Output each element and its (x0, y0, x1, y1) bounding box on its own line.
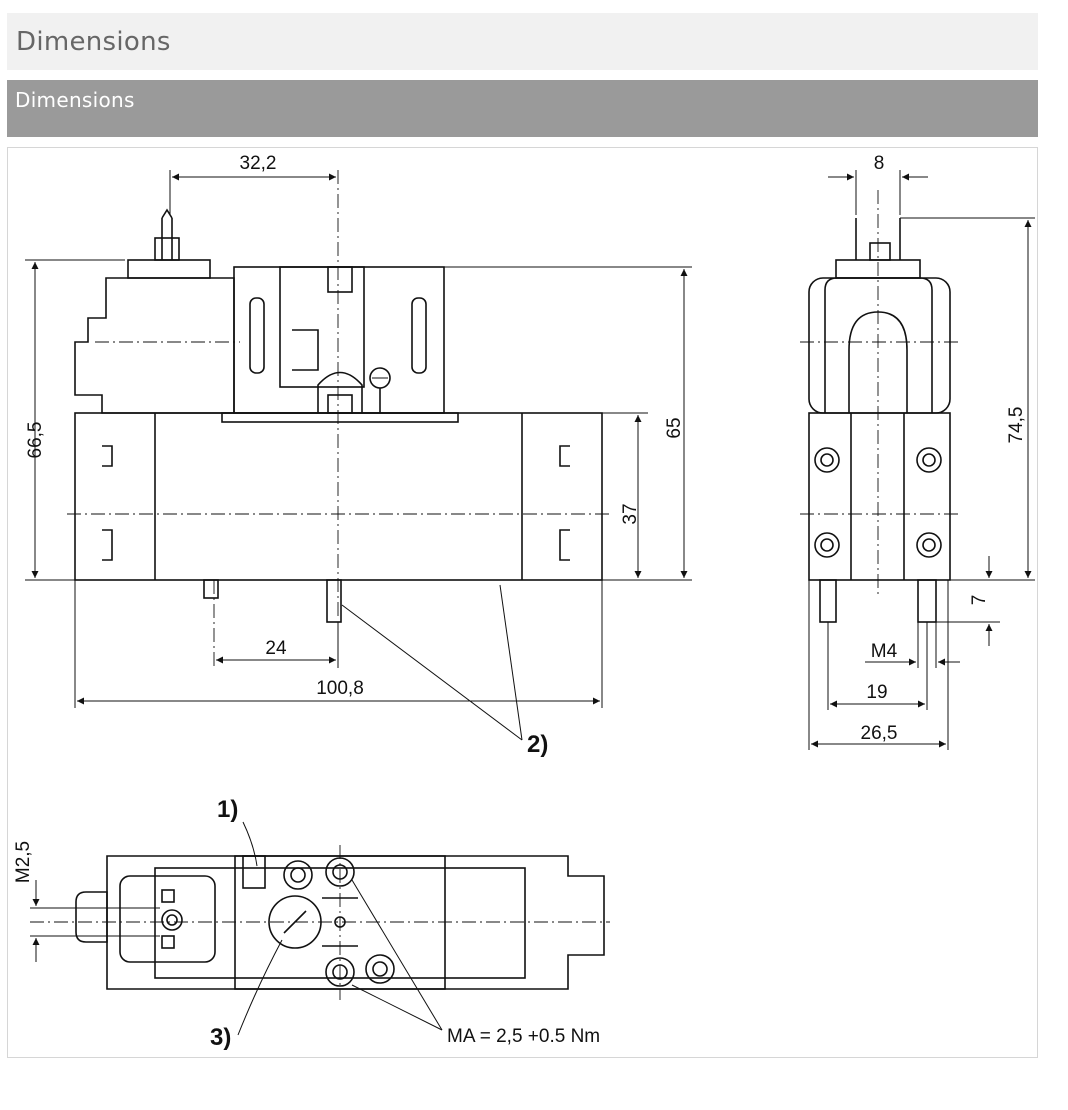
note-3: 3) (210, 1024, 231, 1051)
side-view: 8 74,5 7 M4 19 26,5 (800, 153, 1035, 750)
dim-74-5: 74,5 (1006, 407, 1027, 444)
dim-m2-5: M2,5 (13, 841, 34, 883)
section-title: Dimensions (7, 80, 1038, 137)
front-view: 32,2 66,5 65 37 24 100,8 2) (25, 153, 692, 758)
dim-32-2: 32,2 (240, 153, 277, 174)
dim-m4: M4 (871, 641, 898, 662)
torque-note: MA = 2,5 +0.5 Nm (447, 1026, 600, 1047)
dim-26-5: 26,5 (861, 723, 898, 744)
dim-19: 19 (866, 682, 887, 703)
dim-65: 65 (664, 417, 685, 438)
note-1: 1) (217, 796, 238, 823)
dim-7: 7 (969, 595, 990, 606)
dim-37: 37 (620, 503, 641, 524)
dim-66-5: 66,5 (25, 422, 46, 459)
drawing-frame (7, 147, 1038, 1058)
dim-100-8: 100,8 (316, 678, 364, 699)
page-title: Dimensions (7, 13, 1038, 70)
top-view: M2,5 1) 3) MA = 2,5 +0.5 Nm (13, 796, 610, 1051)
dim-24: 24 (265, 638, 287, 659)
note-2: 2) (527, 731, 548, 758)
dim-8: 8 (874, 153, 885, 174)
